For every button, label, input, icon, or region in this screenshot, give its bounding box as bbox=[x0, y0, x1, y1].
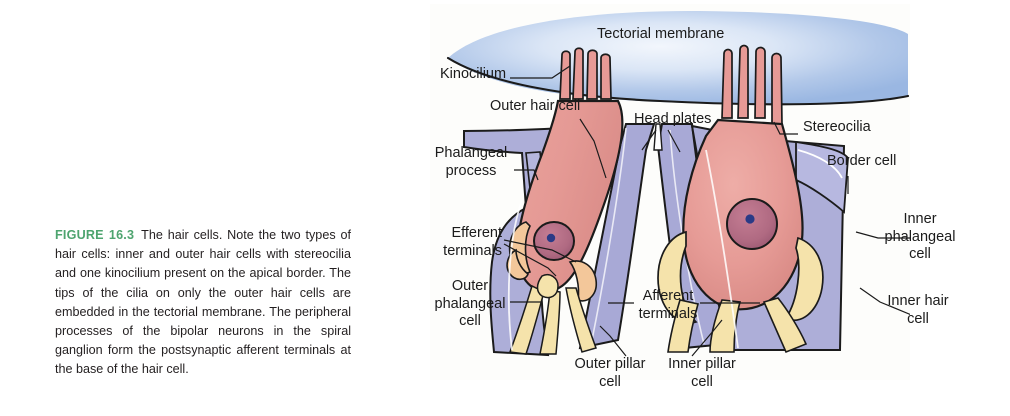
border-cell-shape bbox=[795, 140, 849, 214]
label-border-cell: Border cell bbox=[827, 153, 897, 169]
tectorial-membrane-shape bbox=[446, 10, 910, 106]
label-inner-hair-cell: Inner hair cell bbox=[887, 293, 949, 327]
outer-hair-cell-nucleolus bbox=[546, 233, 556, 243]
label-stereocilia: Stereocilia bbox=[803, 119, 871, 135]
label-inner-pillar-cell: Inner pillar cell bbox=[668, 356, 736, 390]
inner-hair-cell-nucleolus bbox=[745, 214, 755, 224]
label-afferent-terminals: Afferent terminals bbox=[638, 288, 698, 322]
hair-cell-diagram bbox=[446, 10, 910, 357]
outer-afferent-terminals-shape bbox=[508, 274, 597, 355]
outer-stereocilia bbox=[559, 47, 612, 100]
label-phalangeal-process: Phalangeal process bbox=[434, 145, 508, 179]
cell-highlight-strokes bbox=[507, 149, 739, 351]
outer-pillar-cell-shape bbox=[578, 123, 656, 350]
figure-caption-text: The hair cells. Note the two types of ha… bbox=[55, 228, 351, 377]
inner-afferent-terminals-shape bbox=[657, 230, 824, 354]
label-head-plates: Head plates bbox=[634, 111, 712, 127]
figure-number-label: FIGURE 16.3 bbox=[55, 228, 135, 242]
efferent-terminals-shape bbox=[506, 221, 598, 302]
label-inner-phalangeal-cell: Inner phalangeal cell bbox=[884, 211, 956, 262]
leader-lines bbox=[503, 65, 910, 357]
outer-hair-cell-nucleus bbox=[533, 221, 575, 261]
inner-hair-cell-shape bbox=[682, 44, 804, 311]
inner-stereocilia bbox=[721, 44, 783, 125]
label-outer-phalangeal-cell: Outer phalangeal cell bbox=[434, 278, 506, 329]
label-efferent-terminals: Efferent terminals bbox=[443, 225, 502, 259]
inner-hair-cell-nucleus bbox=[726, 198, 778, 250]
label-outer-pillar-cell: Outer pillar cell bbox=[574, 356, 646, 390]
label-tectorial-membrane: Tectorial membrane bbox=[597, 26, 725, 42]
label-kinocilium: Kinocilium bbox=[440, 66, 507, 82]
figure-panel: Tectorial membrane Kinocilium Outer hair… bbox=[430, 0, 1010, 416]
label-outer-hair-cell: Outer hair cell bbox=[490, 98, 581, 114]
